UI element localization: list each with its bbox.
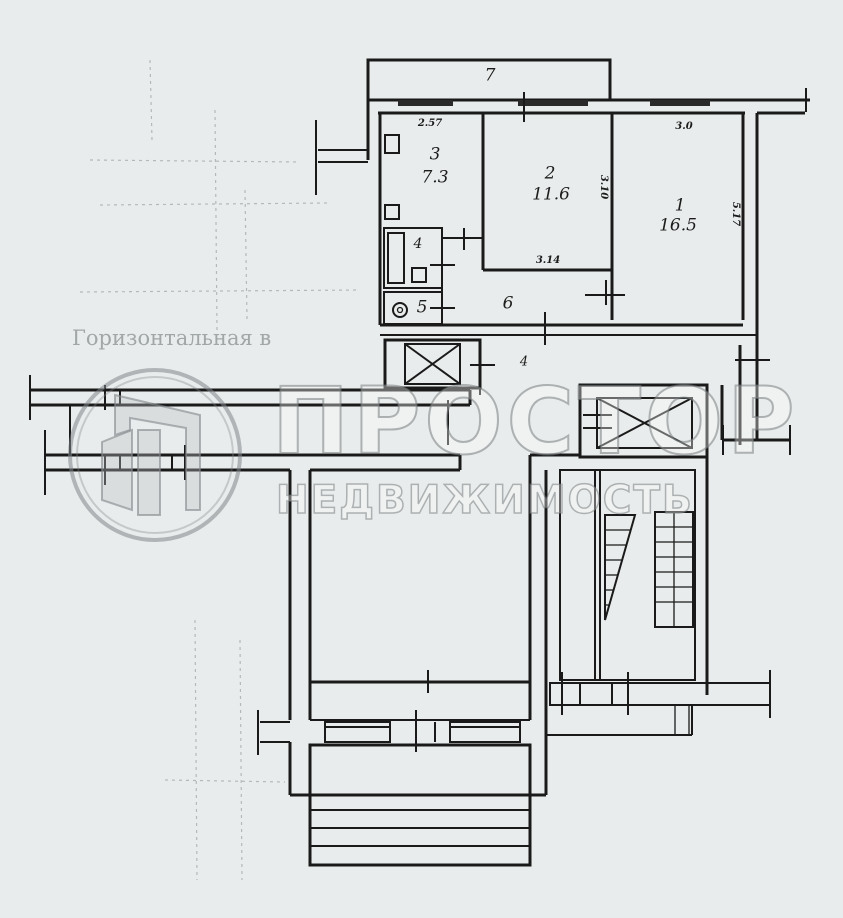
washbasin-icon	[411, 267, 427, 283]
room-2-dim-side: 3.10	[598, 174, 609, 200]
room-1-dim-top: 3.0	[675, 121, 693, 132]
room-6-number: 6	[502, 293, 514, 314]
room-1-number: 1	[674, 195, 686, 216]
room-3-area: 7.3	[421, 167, 449, 188]
toilet-icon	[392, 302, 408, 318]
stove-icon	[384, 134, 400, 154]
stair-landing-number: 4	[519, 354, 529, 370]
entrance-steps	[308, 743, 532, 867]
watermark-title: ПРОСТОР	[271, 367, 799, 476]
prostor-logo-icon	[68, 368, 242, 542]
room-3-dim-top: 2.57	[417, 118, 443, 129]
room-5-number: 5	[416, 297, 428, 318]
room-7-number: 7	[484, 65, 496, 86]
room-1-area: 16.5	[659, 215, 697, 236]
room-4-number: 4	[413, 236, 423, 252]
room-3-number: 3	[429, 144, 441, 165]
sink-icon	[384, 204, 400, 220]
room-1-dim-side: 5.17	[730, 201, 741, 227]
stairs-icon	[604, 511, 694, 628]
room-2-dim-bottom: 3.14	[535, 255, 561, 266]
bathtub-icon	[387, 232, 405, 284]
room-2-area: 11.6	[532, 184, 570, 205]
room-2-number: 2	[544, 163, 556, 184]
scan-noise	[79, 59, 361, 881]
watermark-subtitle: НЕДВИЖИМОСТЬ	[275, 477, 694, 524]
faded-scan-text: Горизонтальная в	[72, 326, 272, 350]
